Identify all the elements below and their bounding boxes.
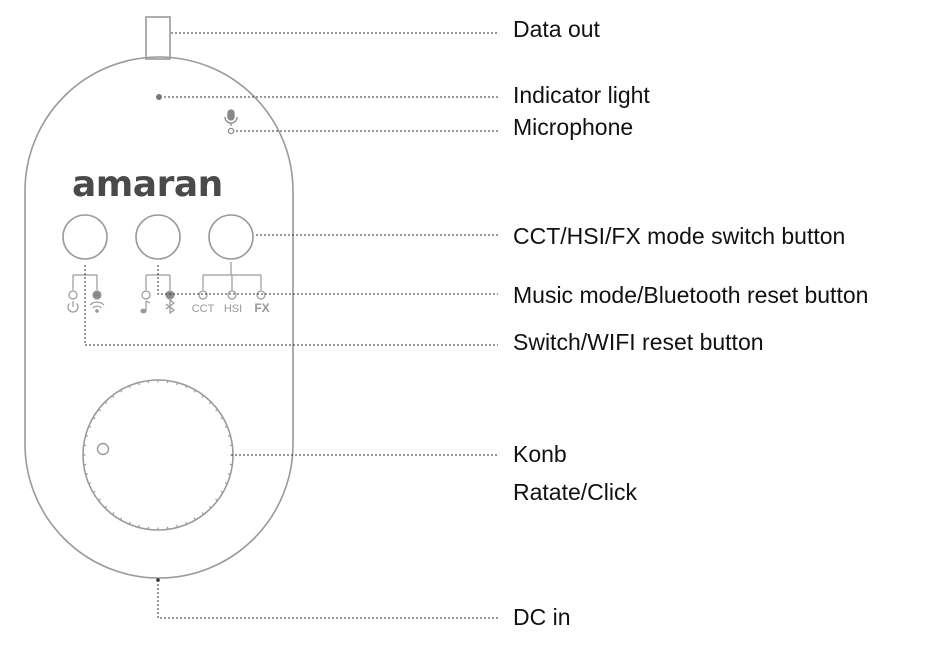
knob-tick bbox=[224, 425, 228, 428]
knob-tick bbox=[201, 512, 205, 516]
knob-tick bbox=[227, 473, 232, 476]
knob-tick bbox=[220, 490, 224, 494]
label-mode-switch: CCT/HSI/FX mode switch button bbox=[513, 223, 846, 249]
knob-tick bbox=[119, 517, 123, 521]
knob-tick bbox=[220, 416, 224, 420]
dc-in-port bbox=[156, 578, 160, 582]
label-music-bt-reset: Music mode/Bluetooth reset button bbox=[513, 282, 869, 308]
knob-tick bbox=[193, 517, 197, 521]
power-icon bbox=[67, 301, 79, 313]
knob-tick bbox=[227, 434, 232, 437]
label-dc-in: DC in bbox=[513, 604, 571, 630]
cct-label: CCT bbox=[192, 303, 215, 315]
music-note-icon bbox=[140, 300, 151, 314]
knob-tick bbox=[137, 524, 140, 529]
switch-wifi-indicators bbox=[68, 274, 102, 300]
label-data-out: Data out bbox=[513, 16, 600, 42]
knob-tick bbox=[215, 498, 219, 502]
knob-tick bbox=[208, 401, 212, 405]
knob-tick bbox=[137, 381, 140, 386]
indicator-light bbox=[156, 94, 162, 100]
knob-tick bbox=[176, 524, 179, 529]
knob-tick bbox=[84, 434, 89, 437]
knob-tick bbox=[193, 389, 197, 393]
knob[interactable] bbox=[82, 379, 234, 531]
hsi-label: HSI bbox=[224, 303, 242, 315]
music-bluetooth-reset-button[interactable] bbox=[135, 214, 181, 260]
leader-switch-wifi bbox=[84, 265, 498, 346]
knob-tick bbox=[92, 490, 96, 494]
leader-dc-in bbox=[157, 580, 498, 619]
device-body bbox=[24, 56, 294, 579]
knob-tick bbox=[119, 389, 123, 393]
knob-tick bbox=[185, 385, 188, 389]
microphone-icon bbox=[224, 109, 238, 135]
knob-tick bbox=[185, 521, 188, 525]
knob-tick bbox=[84, 473, 89, 476]
knob-tick bbox=[97, 498, 101, 502]
knob-tick bbox=[88, 425, 92, 428]
knob-tick bbox=[201, 394, 205, 398]
label-knob: Konb bbox=[513, 441, 567, 467]
knob-tick bbox=[208, 505, 212, 509]
knob-tick bbox=[104, 505, 108, 509]
knob-marker bbox=[96, 442, 110, 456]
knob-tick bbox=[224, 482, 228, 485]
label-microphone: Microphone bbox=[513, 114, 634, 140]
knob-tick bbox=[128, 385, 131, 389]
leader-music-bt bbox=[157, 265, 498, 295]
knob-tick bbox=[128, 521, 131, 525]
label-switch-wifi-reset: Switch/WIFI reset button bbox=[513, 329, 764, 355]
label-rotate-click: Ratate/Click bbox=[513, 479, 637, 505]
knob-tick bbox=[111, 512, 115, 516]
wifi-icon bbox=[89, 301, 105, 313]
knob-tick bbox=[88, 482, 92, 485]
data-out-connector bbox=[145, 16, 171, 60]
knob-tick bbox=[215, 408, 219, 412]
knob-tick bbox=[97, 408, 101, 412]
knob-tick bbox=[92, 416, 96, 420]
bluetooth-icon bbox=[165, 298, 175, 315]
knob-tick bbox=[111, 394, 115, 398]
brand-logo: amaran bbox=[72, 164, 223, 205]
fx-label: FX bbox=[254, 301, 269, 315]
mode-switch-button[interactable] bbox=[208, 214, 254, 260]
switch-wifi-reset-button[interactable] bbox=[62, 214, 108, 260]
label-indicator-light: Indicator light bbox=[513, 82, 650, 108]
knob-tick bbox=[176, 381, 179, 386]
mode-indicators bbox=[198, 262, 266, 300]
knob-tick bbox=[104, 401, 108, 405]
leader-lines bbox=[84, 32, 498, 619]
